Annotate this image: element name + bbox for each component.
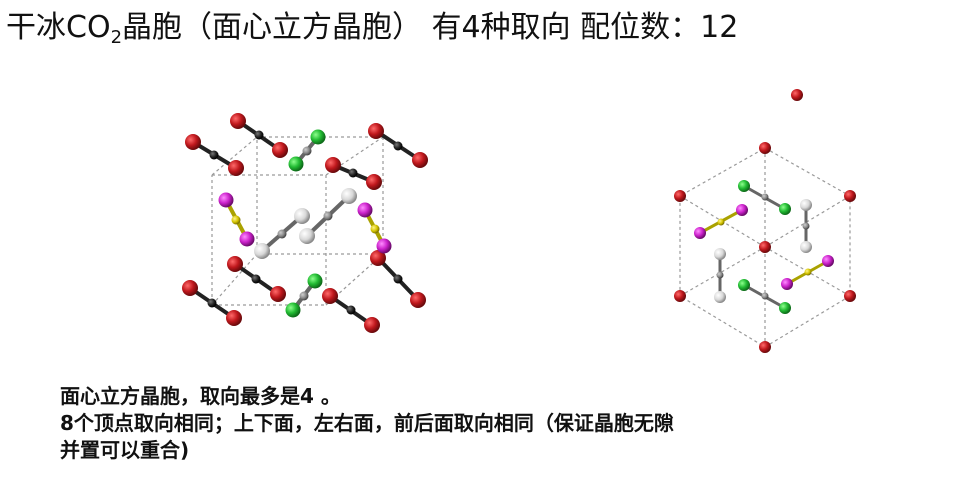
green-molecules	[738, 180, 791, 314]
co2-molecule	[714, 248, 726, 303]
co2-molecules-magenta	[218, 192, 392, 254]
co2-molecule	[254, 208, 310, 259]
co2-molecule	[738, 279, 791, 314]
co2-molecule	[185, 134, 244, 176]
title-subscript: 2	[110, 27, 123, 48]
co2-molecule	[781, 255, 834, 290]
co2-molecule	[370, 250, 426, 308]
co2-molecule	[230, 113, 288, 158]
co2-molecules-green	[285, 129, 326, 318]
co2-molecule	[694, 204, 748, 239]
oxygen-atoms	[674, 89, 856, 353]
co2-molecule	[227, 256, 286, 302]
co2-molecules-white	[254, 188, 357, 259]
co2-molecule	[325, 157, 382, 190]
fcc-cell-cube	[182, 113, 428, 333]
co2-molecule	[218, 192, 255, 247]
co2-molecule	[322, 288, 380, 333]
co2-molecule	[357, 202, 392, 254]
explanation-line-3: 并置可以重合)	[60, 438, 190, 462]
co2-molecules-red	[182, 113, 428, 333]
co2-molecule	[800, 199, 812, 253]
explanation-line-1: 面心立方晶胞，取向最多是4 。	[60, 384, 341, 408]
explanation-line-2: 8个顶点取向相同；上下面，左右面，前后面取向相同（保证晶胞无隙	[60, 411, 674, 435]
title-suffix: 晶胞（面心立方晶胞） 有4种取向 配位数：12	[122, 10, 739, 45]
fcc-cell-hexagon-view	[674, 89, 856, 353]
co2-molecule	[285, 273, 323, 318]
co2-molecule	[368, 123, 428, 168]
co2-molecule	[288, 129, 326, 172]
title-prefix: 干冰CO	[6, 10, 111, 45]
magenta-molecules	[694, 204, 834, 290]
explanation-text: 面心立方晶胞，取向最多是4 。 8个顶点取向相同；上下面，左右面，前后面取向相同…	[60, 383, 940, 464]
slide-title: 干冰CO2晶胞（面心立方晶胞） 有4种取向 配位数：12	[6, 8, 966, 58]
co2-molecule	[738, 180, 791, 215]
co2-molecule	[299, 188, 357, 244]
white-molecules	[714, 199, 812, 303]
co2-molecule	[182, 280, 242, 326]
